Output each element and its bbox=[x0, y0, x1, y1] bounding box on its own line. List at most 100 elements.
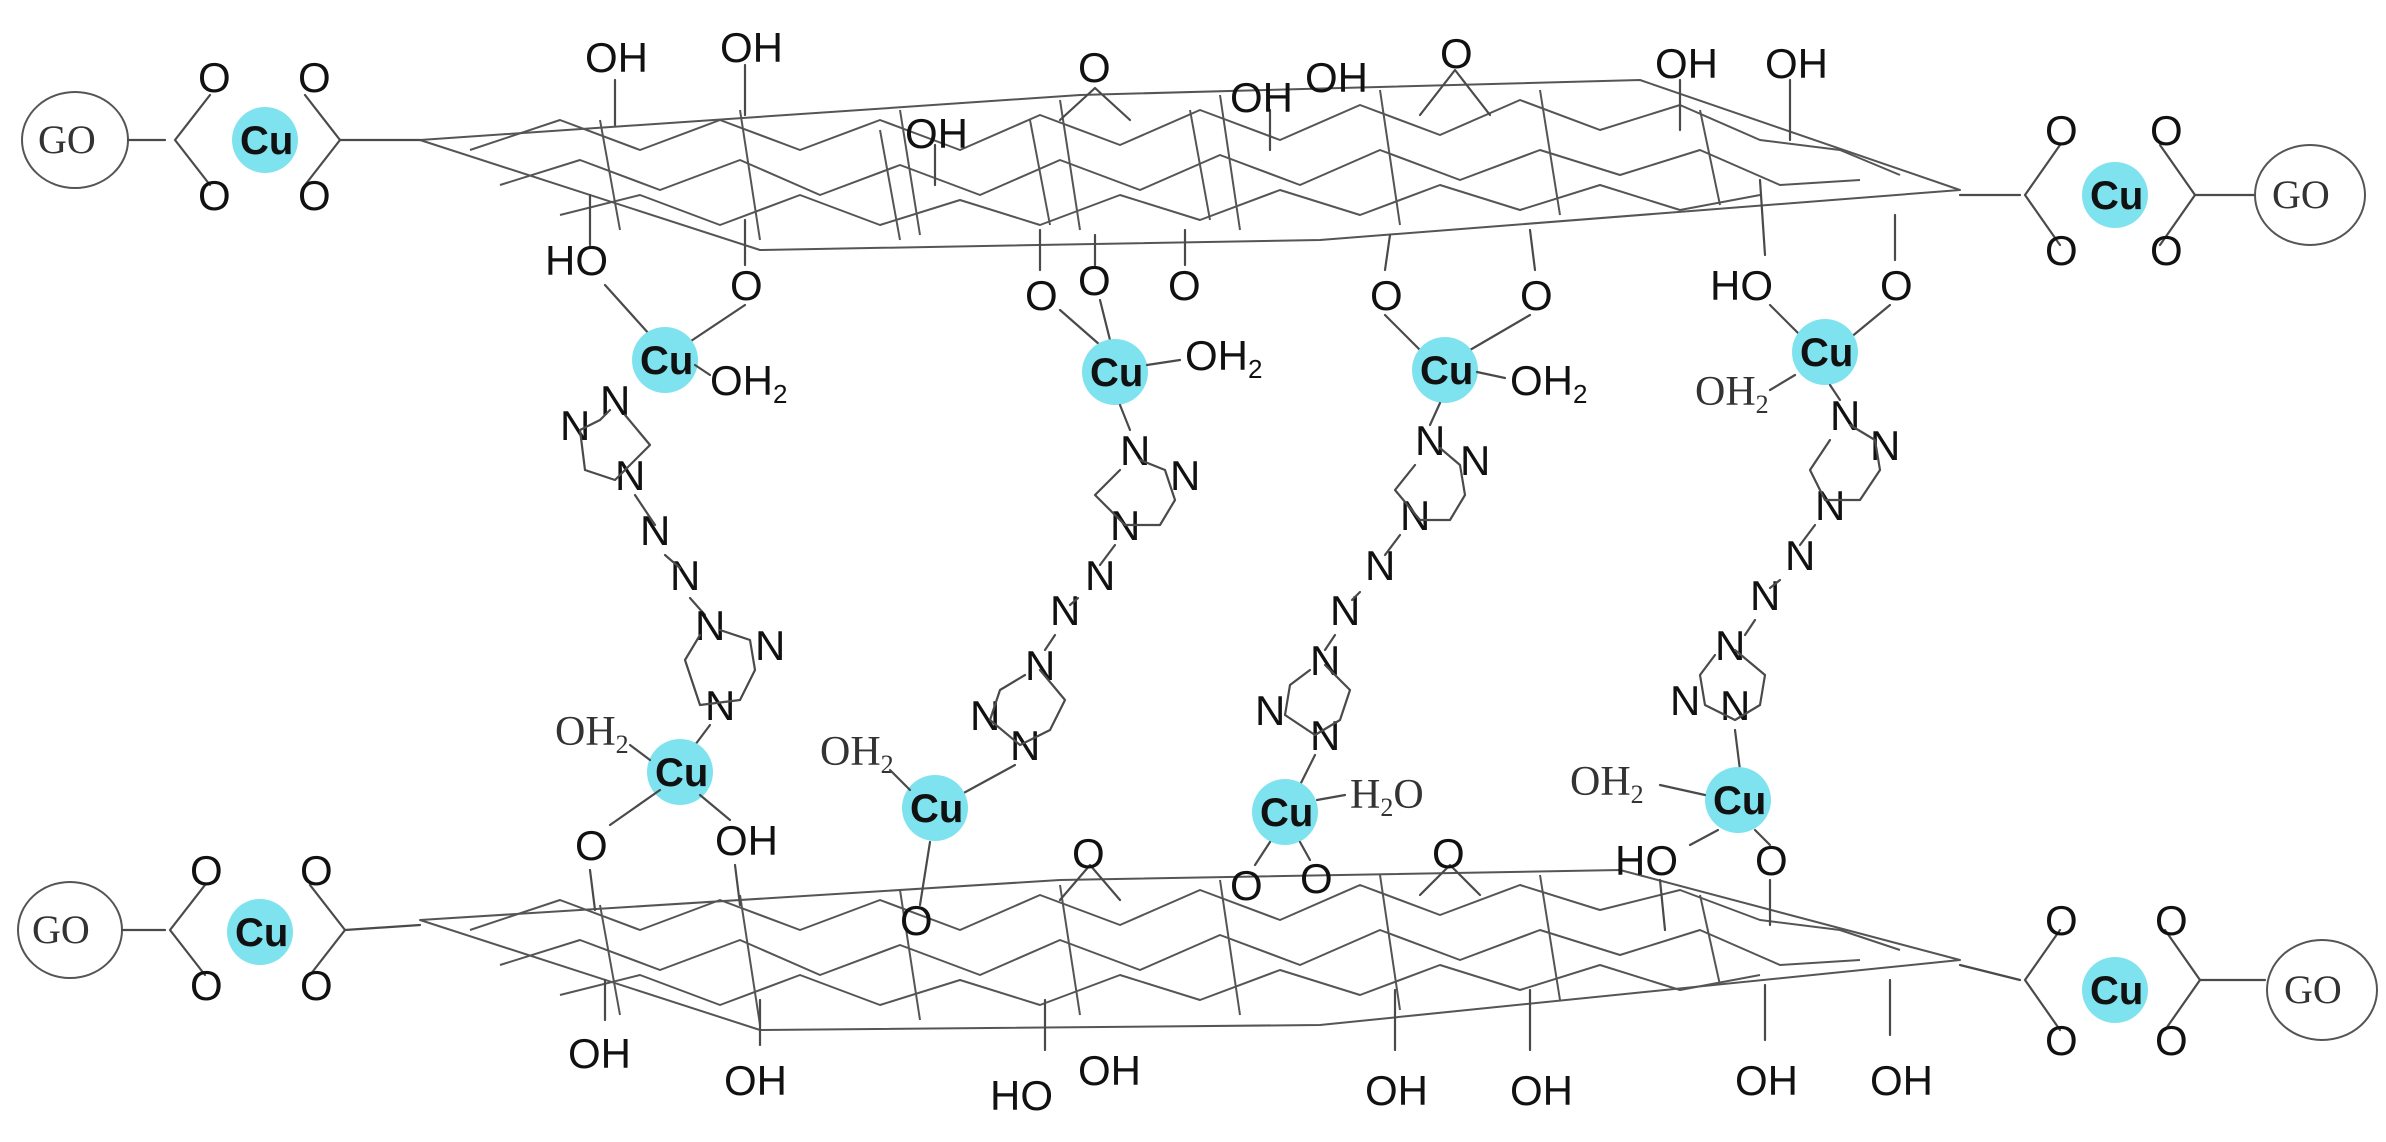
oxygen-label: O bbox=[1025, 272, 1058, 319]
oxygen-label: O bbox=[2045, 1017, 2078, 1064]
nitrogen-label: N bbox=[1120, 427, 1150, 474]
nitrogen-label: N bbox=[1255, 687, 1285, 734]
oh-label: OH bbox=[1870, 1057, 1933, 1104]
copper-center bbox=[1412, 337, 1478, 403]
nitrogen-label: N bbox=[1330, 587, 1360, 634]
oxygen-label: O bbox=[190, 962, 223, 1009]
water-label: OH2 bbox=[710, 357, 787, 409]
oxygen-label: O bbox=[2045, 107, 2078, 154]
water-label: H2O bbox=[1350, 772, 1424, 822]
top-graphene-sheet bbox=[419, 79, 1961, 251]
nitrogen-label: N bbox=[1750, 572, 1780, 619]
oh-label: OH bbox=[568, 1030, 631, 1077]
oh-label: OH bbox=[1078, 1047, 1141, 1094]
go-carboxylate-cu-top-right: O O O O Cu GO bbox=[1958, 107, 2366, 274]
copper-center bbox=[902, 775, 968, 841]
oxygen-label: O bbox=[198, 54, 231, 101]
nitrogen-label: N bbox=[1365, 542, 1395, 589]
oh-label: OH bbox=[905, 110, 968, 157]
ho-label: HO bbox=[1710, 262, 1773, 309]
oxygen-label: O bbox=[1520, 272, 1553, 319]
oxygen-label: O bbox=[190, 847, 223, 894]
oh-label: OH bbox=[1510, 1067, 1573, 1114]
cu-label: Cu bbox=[2090, 969, 2143, 1013]
top-sheet-hydroxyls: OH OH OH OH OH OH OH O O bbox=[585, 24, 1828, 187]
copper-center bbox=[632, 327, 698, 393]
nitrogen-label: N bbox=[670, 552, 700, 599]
oh-label: OH bbox=[585, 34, 648, 81]
oxygen-label: O bbox=[1755, 837, 1788, 884]
ho-label: HO bbox=[545, 237, 608, 284]
nitrogen-label: N bbox=[970, 692, 1000, 739]
cu-label: Cu bbox=[1090, 351, 1143, 395]
nitrogen-label: N bbox=[1010, 722, 1040, 769]
go-carboxylate-cu-bottom-right: O O O O Cu GO bbox=[1958, 897, 2378, 1064]
nitrogen-label: N bbox=[560, 402, 590, 449]
nitrogen-label: N bbox=[1715, 622, 1745, 669]
ho-label: HO bbox=[990, 1072, 1053, 1119]
oh-label: OH bbox=[1655, 40, 1718, 87]
oxygen-label: O bbox=[1078, 257, 1111, 304]
oxygen-label: O bbox=[2045, 897, 2078, 944]
nitrogen-label: N bbox=[1460, 437, 1490, 484]
cu-label: Cu bbox=[1713, 779, 1766, 823]
oxygen-label: O bbox=[298, 54, 331, 101]
cu-label: Cu bbox=[910, 787, 963, 831]
nitrogen-label: N bbox=[640, 507, 670, 554]
oxygen-label: O bbox=[300, 962, 333, 1009]
cu-label: Cu bbox=[655, 751, 708, 795]
bottom-graphene-sheet bbox=[419, 869, 1961, 1031]
oxygen-label: O bbox=[2155, 897, 2188, 944]
water-label: OH2 bbox=[1510, 357, 1587, 409]
oh-label: OH bbox=[1765, 40, 1828, 87]
copper-center bbox=[2082, 957, 2148, 1023]
copper-center bbox=[227, 899, 293, 965]
water-label: OH2 bbox=[1570, 759, 1644, 809]
nitrogen-label: N bbox=[1415, 417, 1445, 464]
copper-center bbox=[1792, 319, 1858, 385]
oh-label: OH bbox=[1305, 54, 1368, 101]
oxygen-label: O bbox=[2155, 1017, 2188, 1064]
oxygen-label: O bbox=[2150, 227, 2183, 274]
nitrogen-label: N bbox=[1170, 452, 1200, 499]
cu-label: Cu bbox=[235, 911, 288, 955]
water-label: OH2 bbox=[1695, 369, 1769, 419]
oxygen-label: O bbox=[1230, 862, 1263, 909]
nitrogen-label: N bbox=[1830, 392, 1860, 439]
nitrogen-label: N bbox=[705, 682, 735, 729]
copper-center bbox=[647, 739, 713, 805]
nitrogen-label: N bbox=[755, 622, 785, 669]
oxygen-label: O bbox=[1370, 272, 1403, 319]
oh-label: OH bbox=[1230, 74, 1293, 121]
cu-label: Cu bbox=[1800, 331, 1853, 375]
water-label: OH2 bbox=[555, 709, 629, 759]
epoxide-oxygen: O bbox=[1078, 44, 1111, 91]
oxygen-label: O bbox=[198, 172, 231, 219]
copper-center bbox=[2082, 162, 2148, 228]
go-label: GO bbox=[32, 907, 90, 952]
nitrogen-label: N bbox=[1785, 532, 1815, 579]
nitrogen-label: N bbox=[1050, 587, 1080, 634]
epoxide-oxygen: O bbox=[1432, 830, 1465, 877]
oh-label: OH bbox=[720, 24, 783, 71]
oxygen-label: O bbox=[1300, 855, 1333, 902]
nitrogen-label: N bbox=[695, 602, 725, 649]
oh-label: OH bbox=[724, 1057, 787, 1104]
cu-label: Cu bbox=[2090, 174, 2143, 218]
triazole-pillar-4: HO O Cu OH2 N N N N N N N N Cu OH2 HO O bbox=[1570, 178, 1913, 932]
water-label: OH2 bbox=[820, 729, 894, 779]
water-label: OH2 bbox=[1185, 332, 1262, 384]
ho-label: HO bbox=[1615, 837, 1678, 884]
copper-center bbox=[1082, 339, 1148, 405]
nitrogen-label: N bbox=[1870, 422, 1900, 469]
nitrogen-label: N bbox=[1720, 682, 1750, 729]
go-label: GO bbox=[38, 117, 96, 162]
go-label: GO bbox=[2272, 172, 2330, 217]
copper-center bbox=[1252, 779, 1318, 845]
cu-label: Cu bbox=[240, 119, 293, 163]
epoxide-oxygen: O bbox=[1072, 830, 1105, 877]
go-carboxylate-cu-top-left: GO O O O O Cu bbox=[21, 54, 422, 219]
oxygen-label: O bbox=[2150, 107, 2183, 154]
oxygen-label: O bbox=[300, 847, 333, 894]
